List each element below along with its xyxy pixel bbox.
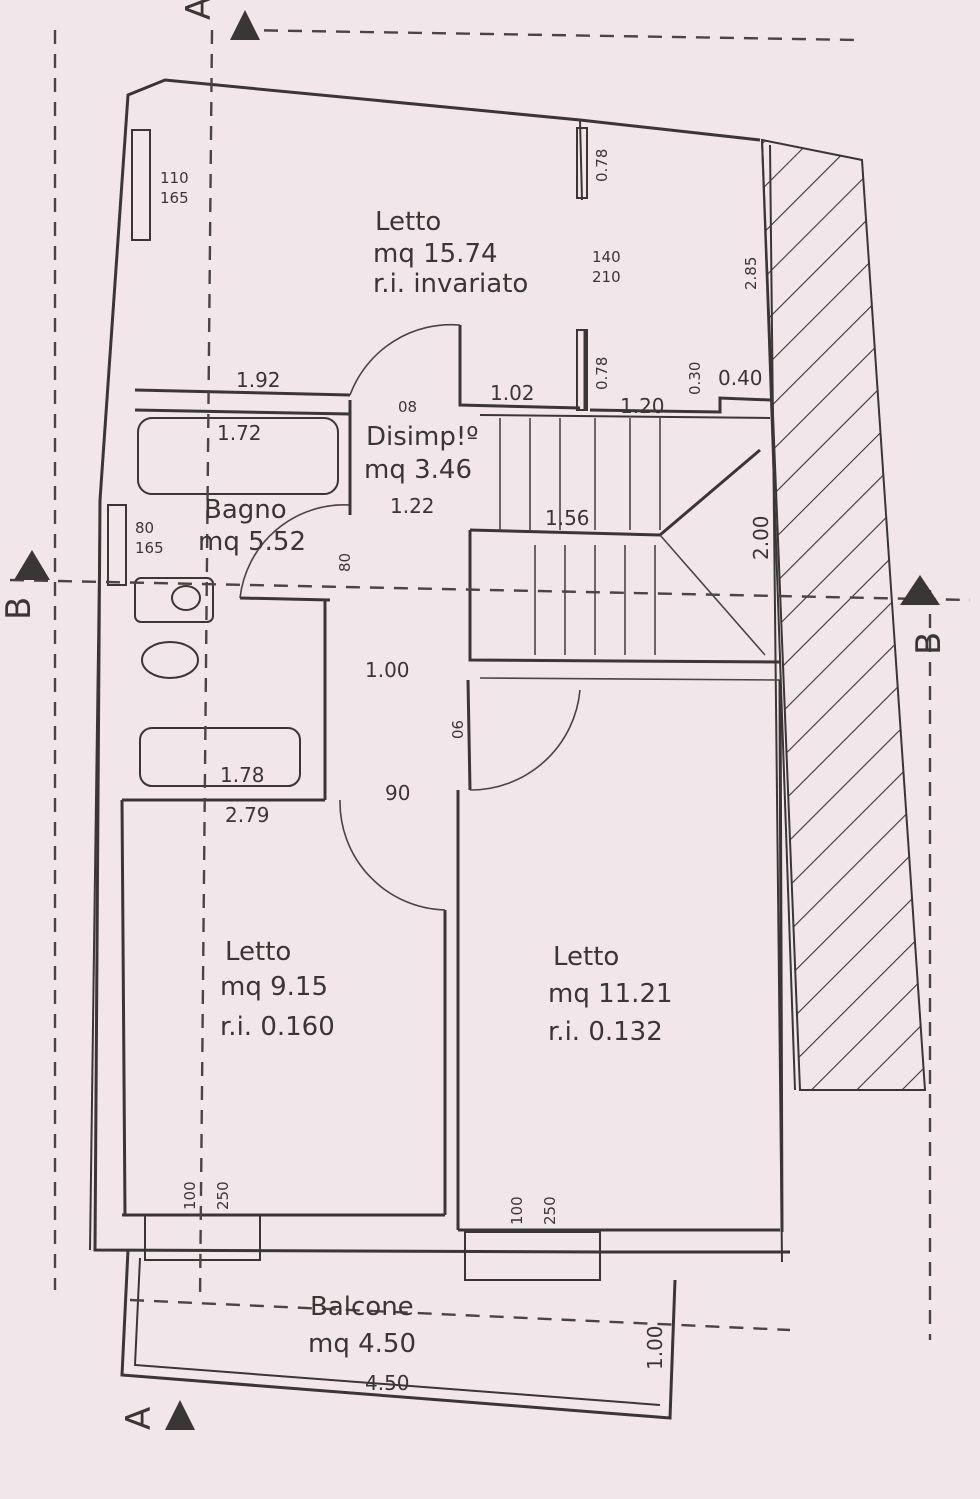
- room-ri: r.i. 0.132: [548, 1017, 663, 1047]
- room-ri: r.i. 0.160: [220, 1012, 335, 1042]
- opening-code: 165: [160, 189, 189, 207]
- opening-code: 100: [181, 1181, 199, 1210]
- opening-code: 100: [508, 1196, 526, 1225]
- room-name: Balcone: [310, 1292, 414, 1322]
- dimension: 1.00: [643, 1325, 667, 1370]
- dimension: 1.20: [620, 394, 665, 418]
- bagno-walls: [122, 408, 351, 802]
- balcone-outline: [120, 1249, 677, 1420]
- room-area: mq 4.50: [308, 1329, 416, 1359]
- dimension: 80: [336, 553, 354, 572]
- room-area: mq 11.21: [548, 979, 673, 1009]
- dimension: 4.50: [365, 1371, 410, 1395]
- room-name: Disimp!º: [366, 422, 479, 452]
- dimension: 1.72: [217, 421, 262, 445]
- room-name: Bagno: [204, 495, 287, 525]
- dimension: 1.92: [236, 368, 281, 392]
- room-name: Letto: [375, 207, 441, 237]
- room-area: mq 9.15: [220, 972, 328, 1002]
- shower-tray: [139, 727, 301, 787]
- toilet: [134, 577, 214, 623]
- dimension: 2.85: [742, 257, 760, 290]
- room-ri: r.i. invariato: [373, 269, 528, 299]
- dimension: 08: [398, 398, 417, 416]
- bidet: [141, 641, 199, 679]
- section-label: B: [909, 632, 949, 655]
- dimension: 0.40: [718, 366, 763, 390]
- room-area: mq 3.46: [364, 455, 472, 485]
- dimension: 1.00: [365, 658, 410, 682]
- stair-walls: [348, 400, 781, 681]
- bathtub: [137, 417, 339, 495]
- opening-code: 165: [135, 539, 164, 557]
- section-label: B: [0, 597, 39, 620]
- dimension: 2.79: [225, 803, 270, 827]
- dimension: 90: [385, 781, 410, 805]
- dimension: 0.30: [686, 362, 704, 395]
- section-label: A: [179, 0, 219, 20]
- opening-code: 250: [214, 1181, 232, 1210]
- letto-bottom-walls: [120, 679, 784, 1233]
- room-name: Letto: [553, 942, 619, 972]
- room-area: mq 5.52: [198, 527, 306, 557]
- windows: [107, 129, 601, 1281]
- dimension: 1.78: [220, 763, 265, 787]
- dimension: 0.78: [593, 357, 611, 390]
- opening-code: 110: [160, 169, 189, 187]
- opening-code: 210: [592, 268, 621, 286]
- dimension: 1.02: [490, 381, 535, 405]
- section-lines: [9, 10, 971, 1430]
- opening-code: 140: [592, 248, 621, 266]
- dimension: 2.00: [749, 515, 773, 560]
- letto-top-walls: [134, 119, 771, 414]
- dimension: 1.56: [545, 506, 590, 530]
- room-area: mq 15.74: [373, 239, 498, 269]
- room-name: Letto: [225, 937, 291, 967]
- dimension: 0.78: [593, 149, 611, 182]
- opening-code: 250: [541, 1196, 559, 1225]
- dimension: 90: [448, 720, 466, 739]
- section-label: A: [119, 1407, 159, 1430]
- hatched-party-wall: [760, 138, 927, 1091]
- dimension: 1.22: [390, 494, 435, 518]
- opening-code: 80: [135, 519, 154, 537]
